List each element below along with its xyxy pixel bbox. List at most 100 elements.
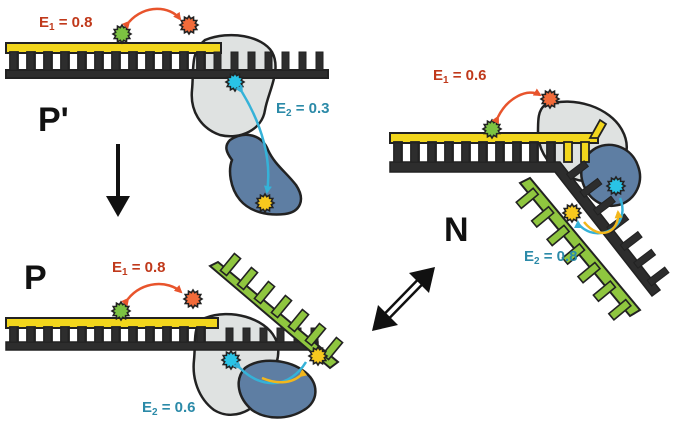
base-tooth	[478, 142, 487, 163]
base-tooth	[26, 326, 35, 343]
state-label-p: P	[24, 259, 47, 297]
state-n: E1 = 0.6 E2 = 0.8 N	[389, 67, 670, 321]
fret-arrow-e2	[235, 84, 272, 194]
star-burst-dye-icon	[605, 175, 627, 197]
fret-arrow-e1	[122, 7, 182, 30]
base-tooth	[128, 326, 137, 343]
base-tooth	[77, 326, 86, 343]
base-tooth	[247, 51, 256, 71]
dark-strand-backbone	[5, 341, 319, 351]
acceptor-dye-orange	[178, 14, 200, 36]
fret-efficiency-e2-label: E2 = 0.3	[276, 100, 330, 119]
base-tooth	[253, 280, 276, 305]
base-tooth	[515, 187, 540, 210]
base-tooth	[162, 51, 171, 71]
fret-efficiency-e1-label: E1 = 0.8	[112, 259, 166, 278]
base-tooth	[427, 142, 436, 163]
base-tooth	[43, 51, 52, 71]
base-tooth	[576, 261, 602, 284]
base-tooth	[162, 326, 171, 343]
base-tooth	[298, 51, 307, 71]
base-tooth	[9, 51, 18, 71]
state-label-n: N	[444, 211, 469, 249]
fret-arrow-e2-yellow	[261, 369, 308, 384]
state-label-p-prime: P'	[38, 101, 69, 139]
base-tooth	[315, 51, 324, 71]
base-tooth	[236, 266, 259, 291]
base-tooth	[580, 141, 590, 163]
base-tooth	[633, 248, 657, 269]
base-tooth	[304, 322, 327, 347]
base-tooth	[196, 326, 205, 343]
base-tooth	[579, 177, 603, 199]
base-tooth	[259, 327, 268, 343]
double-arrow-icon	[372, 267, 435, 331]
acceptor-dye-orange	[182, 288, 204, 310]
dark-strand-teeth	[9, 326, 319, 343]
base-tooth	[111, 326, 120, 343]
state-p-prime: E1 = 0.8 E2 = 0.3 P'	[5, 7, 330, 216]
base-tooth	[179, 51, 188, 71]
down-arrow-icon	[106, 144, 130, 217]
base-tooth	[60, 51, 69, 71]
fret-efficiency-e2-label: E2 = 0.8	[524, 248, 578, 267]
base-tooth	[94, 326, 103, 343]
fret-efficiency-e2-label: E2 = 0.6	[142, 399, 196, 418]
dark-strand-teeth	[9, 51, 324, 71]
fret-arrow-e1	[491, 88, 542, 125]
base-tooth	[219, 252, 242, 277]
star-burst-dye-icon	[178, 14, 200, 36]
dark-strand-backbone	[389, 161, 662, 298]
base-tooth	[563, 141, 573, 163]
template-strand-hook	[588, 118, 608, 139]
base-tooth	[461, 142, 470, 163]
state-p: E1 = 0.8 E2 = 0.6 P	[5, 252, 344, 419]
base-tooth	[145, 326, 154, 343]
base-tooth	[530, 205, 555, 229]
base-tooth	[561, 242, 586, 266]
base-tooth	[546, 142, 555, 163]
star-burst-dye-icon	[307, 345, 329, 367]
base-tooth	[393, 142, 402, 163]
fret-arrow-e1	[121, 282, 183, 307]
dye-yellow	[254, 192, 276, 214]
dye-yellow	[307, 345, 329, 367]
base-tooth	[77, 51, 86, 71]
primer-strand-teeth	[219, 252, 344, 361]
base-tooth	[529, 142, 538, 163]
base-tooth	[9, 326, 18, 343]
base-tooth	[242, 327, 251, 343]
base-tooth	[444, 142, 453, 163]
base-tooth	[94, 51, 103, 71]
fret-efficiency-e1-label: E1 = 0.8	[39, 14, 93, 33]
template-strand-teeth	[9, 51, 206, 71]
base-tooth	[60, 326, 69, 343]
base-tooth	[26, 51, 35, 71]
base-tooth	[111, 51, 120, 71]
base-tooth	[607, 298, 632, 321]
base-tooth	[512, 142, 521, 163]
base-tooth	[592, 279, 617, 303]
donor-dye-green	[111, 23, 133, 45]
base-tooth	[213, 51, 222, 71]
base-tooth	[592, 195, 616, 216]
base-tooth	[225, 327, 234, 343]
star-burst-dye-icon	[254, 192, 276, 214]
polymerase-finger-domain	[237, 359, 317, 419]
base-tooth	[43, 326, 52, 343]
base-tooth	[179, 326, 188, 343]
base-tooth	[145, 51, 154, 71]
base-tooth	[270, 294, 293, 319]
base-tooth	[545, 224, 571, 247]
base-tooth	[619, 230, 643, 252]
base-tooth	[281, 51, 290, 71]
primer-strand-teeth	[515, 187, 632, 321]
star-burst-dye-icon	[111, 23, 133, 45]
base-tooth	[321, 336, 344, 361]
base-tooth	[276, 327, 285, 343]
dye-cyan	[605, 175, 627, 197]
base-tooth	[565, 160, 590, 181]
base-tooth	[646, 266, 670, 287]
fret-arrow-e2-yellow	[583, 210, 623, 234]
